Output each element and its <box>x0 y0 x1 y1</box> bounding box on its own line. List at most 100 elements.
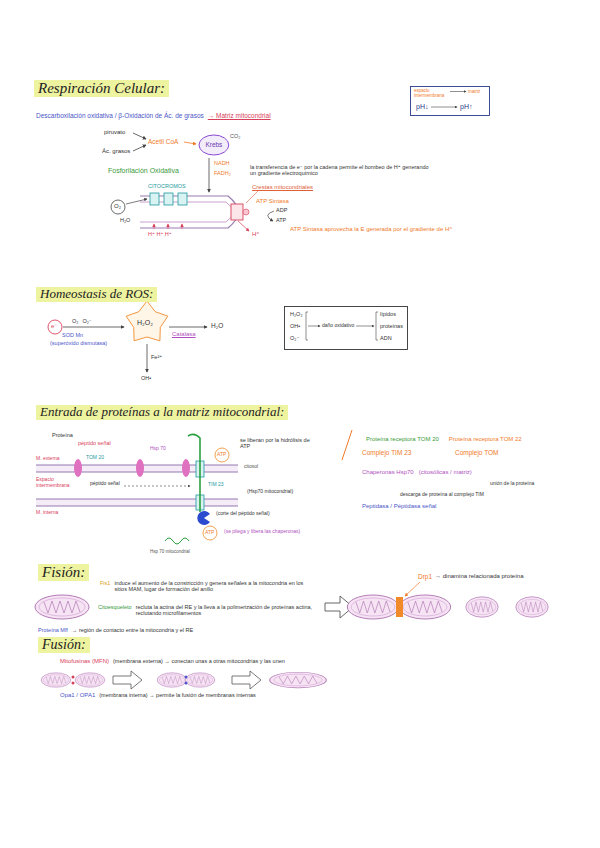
annotation: Hsp 70 mitocondrial <box>150 549 190 554</box>
arrow <box>133 145 146 151</box>
bracket <box>306 312 308 340</box>
divider <box>342 430 352 460</box>
annotation: M. interna <box>36 510 58 516</box>
mitochondrion <box>157 673 187 687</box>
annotation: unión de la proteína <box>490 481 534 487</box>
node-text: OH• <box>290 323 300 329</box>
section-heading: Fisión: <box>38 564 89 581</box>
annotation: ATP <box>276 217 286 223</box>
annotation: Drp1 <box>418 573 432 580</box>
annotation: Hsp 70 <box>150 446 166 452</box>
arrow <box>182 224 183 229</box>
tom-receptor <box>182 459 190 477</box>
annotation: ATP Sintasa <box>256 198 289 205</box>
annotation: Proteína receptora TOM 22 <box>449 436 522 443</box>
section-heading: Fusión: <box>38 637 90 653</box>
node-text: H₂O₂ <box>290 311 303 317</box>
annotation: (citosólicas / matriz) <box>419 469 472 476</box>
oxygen-circle <box>111 200 125 214</box>
annotation: Fe²⁺ <box>151 354 162 360</box>
annotation: H₂O <box>211 322 223 329</box>
mitochondrion <box>347 595 398 619</box>
annotation: H₂O₂ <box>137 319 153 327</box>
arrow <box>268 211 274 221</box>
annotation: Descarboxilación oxidativa / β-Oxidación… <box>36 112 204 119</box>
inner-membrane <box>36 499 238 500</box>
opa1-dot <box>185 676 188 679</box>
annotation: Proteína receptora TOM 20 <box>366 436 439 443</box>
annotation: Ác. grasos <box>102 148 130 155</box>
annotation: Proteína Mff <box>38 627 68 633</box>
node-shape <box>411 87 490 116</box>
bracket <box>376 312 378 340</box>
page-title: Respiración Celular: <box>34 80 169 97</box>
atp-circle <box>215 448 229 462</box>
arrow <box>147 344 148 372</box>
annotation: Espacio intermembrana <box>36 477 84 489</box>
arrow <box>184 142 196 144</box>
node-text: espacio intermembrana <box>414 88 448 98</box>
annotation: Acetil CoA <box>148 138 178 145</box>
annotation: la transferencia de e⁻ por la cadena per… <box>250 164 430 177</box>
annotation: descarga de proteína al complejo TIM <box>400 492 484 498</box>
arrow <box>209 158 210 192</box>
node-text: O₂⁻ <box>290 335 299 341</box>
annotation: ATP <box>205 530 214 536</box>
annotation: Proteína <box>52 432 73 438</box>
annotation: Fosforilación Oxidativa <box>108 167 179 175</box>
node-text: daño oxidativo <box>322 323 354 329</box>
annotation: Catalasa <box>172 331 196 338</box>
drp1-ring <box>396 597 403 617</box>
annotation: e⁻ <box>51 323 58 330</box>
annotation: Opa1 / OPA1 <box>60 692 95 699</box>
section-heading: Homeostasis de ROS: <box>36 287 157 302</box>
annotation: Complejo TOM <box>455 449 498 456</box>
annotation: H₂O <box>120 217 130 223</box>
annotation: TOM 20 <box>86 455 104 461</box>
atp-synthase <box>231 204 243 220</box>
annotation: NADH <box>214 160 230 166</box>
mitochondrion <box>41 673 71 687</box>
annotation: O₂⁻ <box>82 318 91 324</box>
cytochrome <box>164 193 173 205</box>
arrow <box>308 326 320 327</box>
annotation: induce el aumento de la constricción y g… <box>114 580 314 593</box>
annotation: (se pliega y libera las chaperonas) <box>224 529 344 535</box>
arrow <box>124 486 190 487</box>
tom-receptor <box>74 459 82 477</box>
arrow <box>168 224 169 229</box>
annotation: ATP <box>217 452 226 458</box>
annotation: M. externa <box>36 456 60 462</box>
arrow <box>133 133 146 139</box>
mfn-dot <box>72 676 75 679</box>
annotation: péptido señal <box>78 440 111 446</box>
arrow <box>450 91 466 92</box>
node-shape <box>199 135 229 155</box>
arrow <box>431 107 457 108</box>
annotation: Citoesqueleto <box>98 604 132 610</box>
arrow <box>405 582 420 596</box>
mitochondrion <box>516 597 548 617</box>
cytochrome <box>150 193 159 205</box>
annotation: O₂ <box>72 318 78 324</box>
annotation: TIM 23 <box>208 482 224 488</box>
mitochondrion <box>399 595 450 619</box>
node-shape <box>285 307 408 350</box>
arrow <box>238 221 249 231</box>
annotation: → Matriz mitocondrial <box>208 112 271 119</box>
note-box: espacio intermembranamatrizpH↓pH↑ <box>410 86 490 116</box>
cytochrome <box>178 193 187 205</box>
annotation: (Hsp70 mitocondrial) <box>247 489 293 495</box>
star-highlight <box>126 301 168 341</box>
annotation: OH• <box>141 375 151 381</box>
inner-membrane <box>36 506 238 507</box>
mitochondrion <box>185 673 215 687</box>
arrow <box>356 326 374 327</box>
annotation: Fis1 <box>100 580 110 586</box>
folded-protein <box>165 538 189 544</box>
annotation: SOD Mn <box>62 332 83 338</box>
arrow <box>169 327 207 328</box>
annotation: ATP Sintasa aprovecha la E generada por … <box>290 226 452 233</box>
peptidase <box>197 511 210 525</box>
